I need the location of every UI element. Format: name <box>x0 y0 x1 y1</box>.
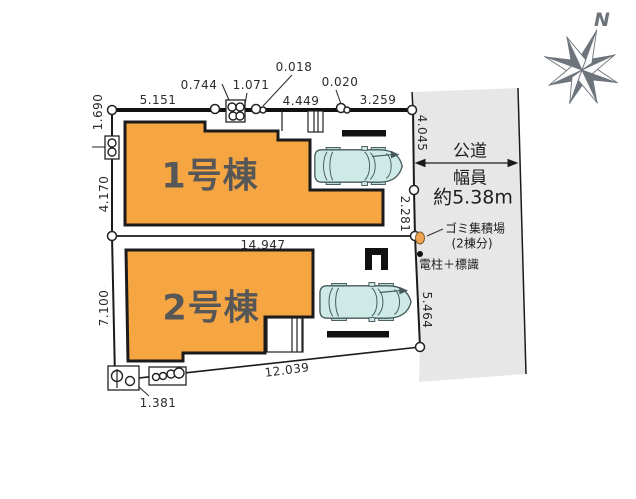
dim-top-4: 0.018 <box>275 60 313 74</box>
dim-top-6: 0.020 <box>321 75 359 89</box>
compass-north-label: N <box>594 9 610 31</box>
car-1 <box>314 145 403 187</box>
dim-top-3: 1.071 <box>232 78 270 92</box>
garbage-station-sublabel: (2棟分) <box>451 236 493 251</box>
utility-box-bottom-mid <box>148 366 187 386</box>
boundary-east <box>412 109 421 348</box>
parking-bar-1 <box>342 130 386 137</box>
building-1-label: 1号棟 <box>161 156 259 197</box>
road-east-line <box>517 87 527 375</box>
road-area <box>412 88 526 382</box>
garbage-station-icon <box>415 231 425 245</box>
road-width-arrow <box>414 158 519 168</box>
dim-right-bottom: 5.464 <box>420 291 434 329</box>
dim-left-top: 1.690 <box>91 93 105 131</box>
building-1-footprint <box>123 120 385 227</box>
dim-top-5: 4.449 <box>282 94 320 108</box>
dim-right-mid: 2.281 <box>398 195 412 233</box>
dim-top-7: 3.259 <box>359 93 397 107</box>
garbage-station-label: ゴミ集積場 <box>444 221 506 236</box>
dim-top-1: 5.151 <box>139 93 177 107</box>
dim-middle: 14.947 <box>240 238 286 252</box>
dim-right-top: 4.045 <box>415 114 429 152</box>
building-1-steps <box>307 110 324 133</box>
road-width-caption: 幅員 <box>453 168 487 189</box>
car-2 <box>319 281 412 323</box>
road-width-value: 約5.38m <box>433 186 513 209</box>
building-2-label: 2号棟 <box>162 288 260 329</box>
dim-bottom-left: 1.381 <box>139 396 177 410</box>
parking-bar-2 <box>327 331 389 338</box>
utility-pole-label: 電柱＋標識 <box>418 257 480 272</box>
compass-rose-icon <box>544 29 618 104</box>
building-2-steps <box>266 317 304 353</box>
dim-top-2: 0.744 <box>180 78 218 92</box>
dim-left-mid: 4.170 <box>97 175 111 213</box>
road-label: 公道 <box>453 141 487 162</box>
carport-mark <box>365 248 388 270</box>
utility-box-top <box>225 99 246 123</box>
utility-pole-icon <box>417 251 423 257</box>
dim-left-bottom: 7.100 <box>97 289 111 327</box>
utility-box-bottom-left <box>107 365 140 391</box>
building-2-footprint <box>124 248 315 363</box>
utility-box-left <box>104 135 120 160</box>
